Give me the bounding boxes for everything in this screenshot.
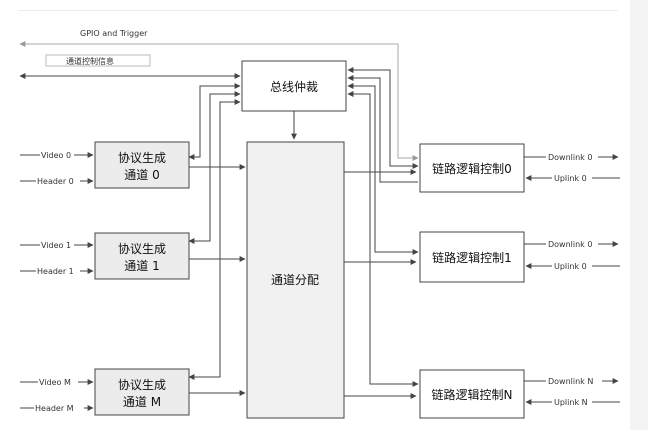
protocol-channel-m-line2: 通道 M (123, 395, 161, 409)
video-1-label: Video 1 (41, 241, 71, 250)
top-divider (18, 10, 618, 11)
bus-arbiter-box (241, 60, 347, 112)
downlink-0-label: Downlink 0 (548, 153, 592, 162)
link-controller-1-label: 链路逻辑控制1 (432, 250, 512, 265)
protocol-input-arrows (20, 152, 94, 411)
right-scrollbar-track (630, 0, 648, 430)
channel-control-info-label: 通道控制信息 (66, 56, 114, 66)
downlink-1-label: Downlink 0 (548, 240, 592, 249)
header-1-label: Header 1 (37, 267, 74, 276)
link-controller-1-box (419, 231, 525, 283)
protocol-channel-0-line2: 通道 0 (124, 168, 159, 182)
header-0-label: Header 0 (37, 177, 74, 186)
downlink-n-label: Downlink N (548, 377, 593, 386)
gpio-trigger-label: GPIO and Trigger (80, 29, 148, 38)
protocol-to-allocator-arrows (189, 164, 246, 396)
uplink-1-label: Uplink 0 (554, 262, 587, 271)
link-controller-0-label: 链路逻辑控制0 (432, 161, 512, 176)
channel-control-info-box (45, 54, 151, 67)
allocator-to-link-arrows (344, 169, 417, 399)
video-0-label: Video 0 (41, 151, 71, 160)
protocol-channel-1-line2: 通道 1 (124, 259, 159, 273)
protocol-channel-1-line1: 协议生成 (118, 241, 166, 256)
protocol-channel-0-line1: 协议生成 (118, 150, 166, 165)
link-controller-n-label: 链路逻辑控制N (432, 387, 513, 402)
arbiter-to-link-connectors (347, 67, 419, 387)
protocol-channel-0-box (94, 141, 190, 189)
uplink-0-label: Uplink 0 (554, 174, 587, 183)
protocol-channel-m-line1: 协议生成 (118, 377, 166, 392)
header-m-label: Header M (35, 404, 74, 413)
channel-allocator-box (246, 141, 345, 419)
protocol-channel-m-box (94, 368, 190, 416)
protocol-input-labels: Video 0 Header 0 Video 1 Header 1 Video … (34, 150, 84, 413)
bus-arbiter-label: 总线仲裁 (270, 80, 318, 94)
uplink-n-label: Uplink N (554, 398, 588, 407)
protocol-to-arbiter-connectors (188, 83, 241, 380)
link-controller-0-box (419, 143, 525, 193)
channel-allocator-label: 通道分配 (271, 273, 319, 287)
link-io-arrows (524, 154, 620, 405)
video-m-label: Video M (39, 378, 71, 387)
link-controller-n-box (419, 369, 525, 419)
link-io-labels: Downlink 0 Uplink 0 Downlink 0 Uplink 0 … (546, 152, 602, 407)
